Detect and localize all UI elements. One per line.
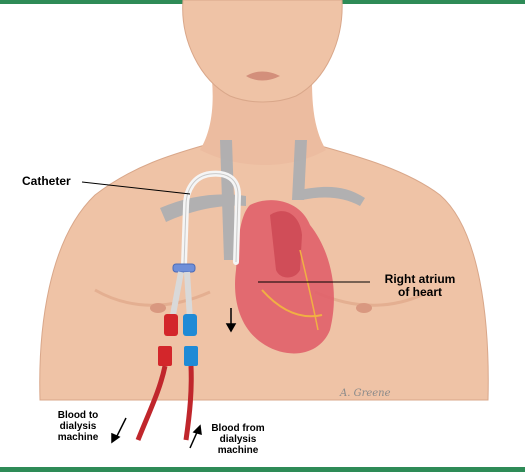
blood-from-machine-line-2: dialysis xyxy=(219,434,257,445)
blood-line-from-machine xyxy=(183,365,194,441)
arterial-clamp xyxy=(164,314,178,336)
bottom-frame-line xyxy=(0,467,525,472)
blood-to-machine-line-3: machine xyxy=(57,432,99,443)
left-nipple xyxy=(150,303,166,313)
mouth xyxy=(246,71,280,81)
right-atrium-label-line-2: of heart xyxy=(397,285,442,300)
catheter-label: Catheter xyxy=(22,174,71,188)
catheter-lumen-venous xyxy=(184,271,193,321)
artist-signature: A. Greene xyxy=(340,388,391,399)
right-atrium-label: Right atrium of heart xyxy=(360,272,480,300)
blood-to-machine-label: Blood to dialysis machine xyxy=(38,410,118,443)
venous-connector xyxy=(184,346,198,366)
arterial-connector xyxy=(158,346,172,366)
blood-from-machine-label: Blood from dialysis machine xyxy=(198,423,278,456)
blood-from-machine-line-3: machine xyxy=(217,445,259,456)
blood-to-machine-line-2: dialysis xyxy=(59,421,97,432)
catheter-pointer-line xyxy=(81,181,191,195)
venous-clamp xyxy=(183,314,197,336)
great-vessels xyxy=(160,140,365,260)
pec-shadow-left xyxy=(94,288,211,307)
chin xyxy=(182,0,343,103)
blood-to-machine-line-1: Blood to xyxy=(57,410,99,421)
right-atrium-label-line-1: Right atrium xyxy=(384,272,456,286)
flow-arrow-to-machine xyxy=(111,417,127,444)
heart xyxy=(235,200,334,354)
blood-line-to-machine xyxy=(135,365,168,441)
catheter-hub xyxy=(172,263,196,273)
flow-arrow-from-machine xyxy=(189,424,202,449)
catheter-lumen-arterial xyxy=(169,271,184,321)
flow-arrow-down xyxy=(225,308,237,333)
blood-from-machine-line-1: Blood from xyxy=(211,423,265,434)
right-nipple xyxy=(356,303,372,313)
